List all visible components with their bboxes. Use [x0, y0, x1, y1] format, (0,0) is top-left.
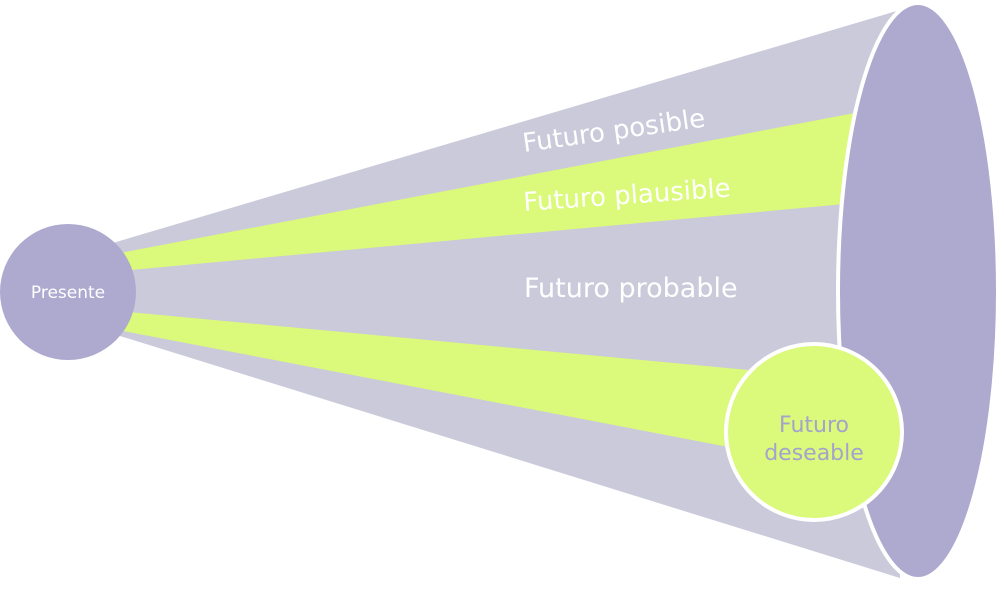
- desirable-future-label-line2: deseable: [764, 441, 864, 466]
- probable-future-label: Futuro probable: [524, 273, 738, 304]
- present-circle: [0, 224, 136, 360]
- desirable-future-circle: [724, 342, 904, 522]
- present-label: Presente: [31, 283, 105, 303]
- band-plausible-lower: [118, 311, 770, 455]
- band-probable: [118, 205, 850, 370]
- band-plausible-upper: [120, 112, 860, 271]
- desirable-future-label-line1: Futuro: [779, 413, 849, 438]
